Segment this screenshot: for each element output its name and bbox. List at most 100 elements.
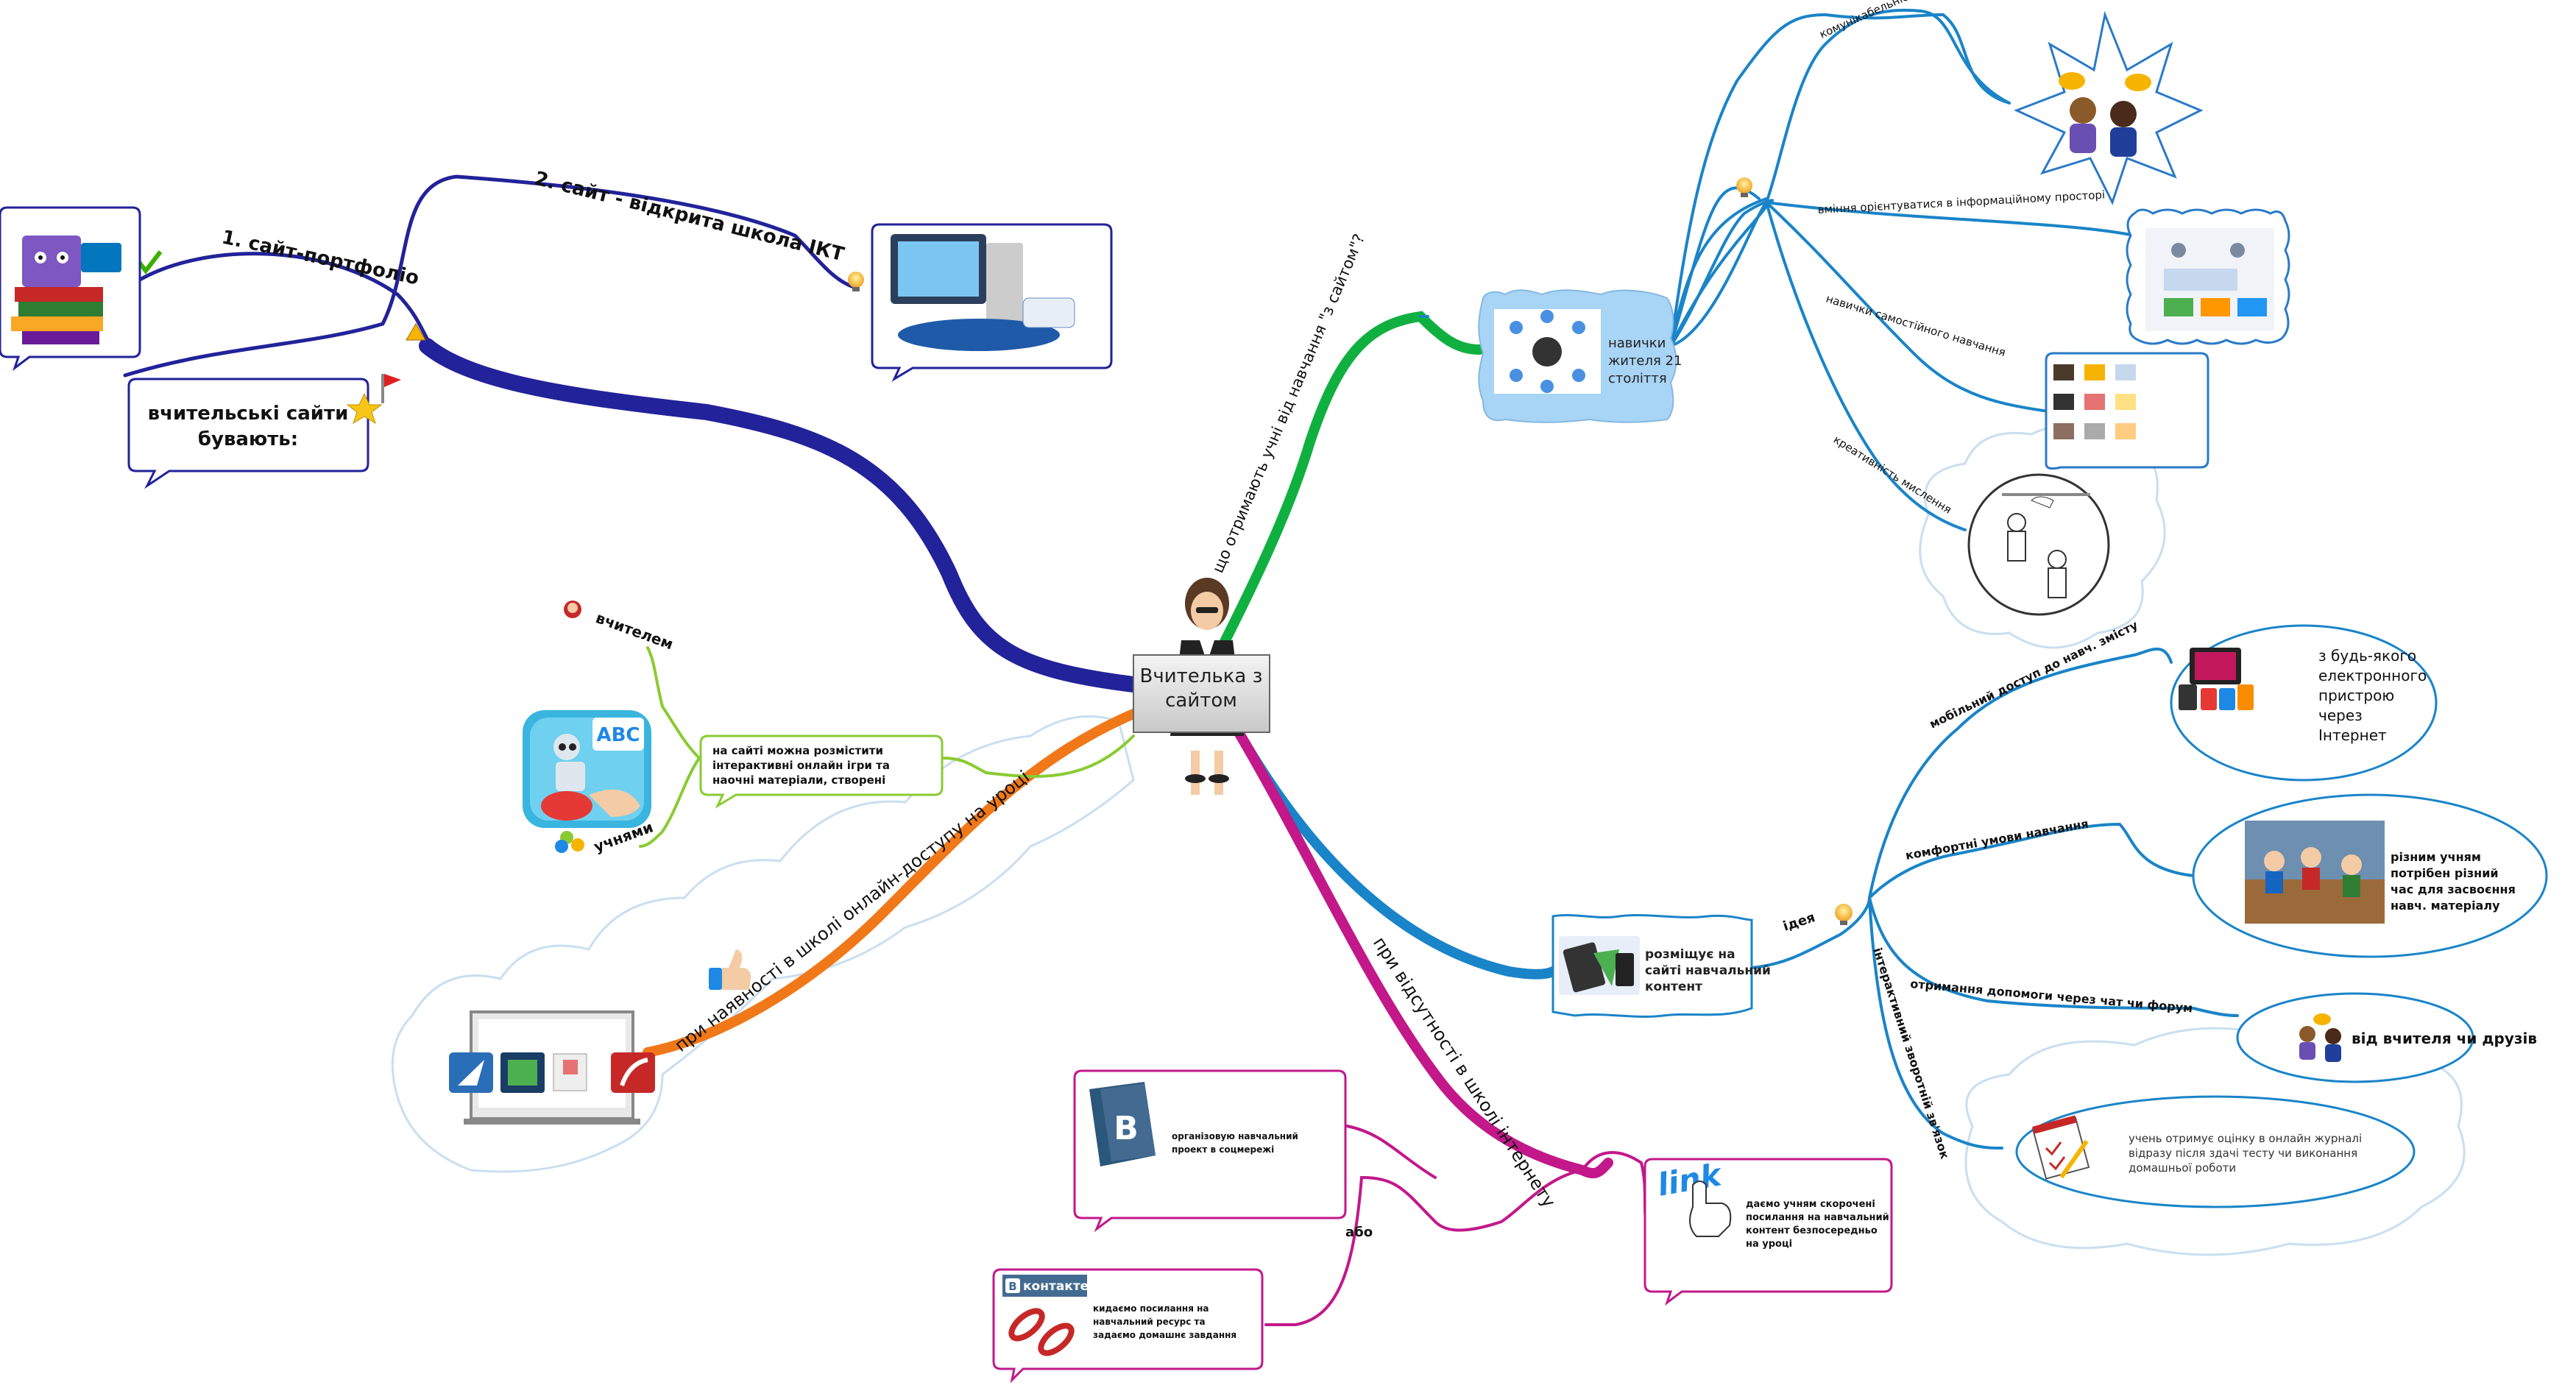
- site-item-portfolio[interactable]: 1. сайт-портфоліо: [220, 227, 421, 290]
- comfort-text-2: потрібен різний: [2391, 866, 2499, 880]
- warning-icon: [406, 323, 426, 341]
- hand-cursor-icon: [1689, 1180, 1732, 1237]
- vk-link-text-2: навчальний ресурс та: [1093, 1317, 1206, 1327]
- abc-letters-icon: ABC: [596, 724, 640, 746]
- content-node-line3: контент: [1645, 980, 1702, 994]
- branch-line-content: [1231, 723, 1558, 980]
- content-node-line1: розміщує на: [1645, 947, 1735, 962]
- star-icon: [346, 392, 383, 425]
- games-by-teacher[interactable]: вчителем: [593, 609, 676, 653]
- checklist-icon: [2031, 1115, 2090, 1180]
- chain-link-icon: [1008, 1308, 1075, 1356]
- creativity-image: [1967, 473, 2110, 616]
- mobile-access-text-4: через: [2318, 707, 2363, 724]
- games-node-box[interactable]: [699, 734, 944, 809]
- games-text-3: наочні матеріали, створені: [712, 773, 885, 787]
- branch-line-online: [643, 709, 1139, 1058]
- social-project-text-2: проект в соцмережі: [1172, 1144, 1274, 1155]
- computer-icon: [891, 234, 1075, 351]
- games-text-1: на сайті можна розмістити: [712, 744, 883, 757]
- chat-help-node[interactable]: [2236, 992, 2474, 1083]
- short-links-text-4: на уроці: [1746, 1239, 1792, 1250]
- branch-line-portfolio: [138, 252, 429, 341]
- offline-group[interactable]: при відсутності в школі інтернету або B …: [992, 933, 1893, 1384]
- branch-line-site-types: [419, 338, 1142, 693]
- branch-lines: [123, 8, 2239, 1327]
- or-label: або: [1345, 1225, 1373, 1240]
- books-icon: [11, 236, 121, 344]
- vkontakte-logo-icon: В контакте: [1002, 1275, 1089, 1297]
- skill-info-orientation[interactable]: вміння орієнтуватися в інформаційному пр…: [1817, 188, 2105, 216]
- bulb-icon: [1736, 177, 1752, 197]
- comfort-text-1: різним учням: [2391, 850, 2481, 864]
- site-types-label-line1: вчительські сайти: [148, 403, 349, 425]
- vk-link-text-1: кидаємо посилання на: [1093, 1303, 1209, 1314]
- bulb-icon: [848, 272, 864, 291]
- content-node-line2: сайті навчальний: [1645, 963, 1771, 978]
- flag-icon: [381, 374, 401, 403]
- branch-line-results: [1209, 311, 1485, 668]
- feedback-node[interactable]: [2015, 1095, 2416, 1208]
- tablet-icon: [1559, 936, 1640, 995]
- mobile-access-text-2: електронного: [2318, 667, 2427, 684]
- central-topic[interactable]: Вчителька з сайтом: [1133, 578, 1270, 795]
- communication-image: [2014, 10, 2204, 205]
- skills-node-line1: навички: [1608, 336, 1666, 351]
- abc-robot-icon: ABC: [523, 710, 651, 828]
- branch-line-offline-link: [1581, 1151, 1650, 1231]
- comfort-text-4: навч. матеріалу: [2391, 899, 2500, 913]
- thumbs-up-icon: [709, 949, 751, 990]
- skill-lines: [1669, 13, 2011, 347]
- central-topic-line2: сайтом: [1165, 690, 1237, 712]
- self-learning-image: [2045, 352, 2209, 470]
- feedback-text-3: домашньої роботи: [2129, 1161, 2236, 1175]
- short-links-text-2: посилання на навчальний: [1746, 1212, 1889, 1223]
- branch-line-offline-vk: [1345, 1125, 1437, 1179]
- svg-text:В: В: [1008, 1280, 1016, 1293]
- portfolio-image-box: [0, 206, 141, 372]
- branch-line-games-teacher: [646, 646, 701, 759]
- skill-self-learning[interactable]: навички самостійного навчання: [1825, 292, 2007, 360]
- mobile-access-text-1: з будь-якого: [2318, 647, 2416, 665]
- vk-link-box[interactable]: В контакте кидаємо посилання на навчальн…: [992, 1268, 1264, 1384]
- social-project-text-1: організовую навчальний: [1172, 1131, 1298, 1141]
- vk-logo-icon: B: [1089, 1082, 1156, 1166]
- skills-node-line2: жителя 21: [1608, 353, 1682, 369]
- games-group[interactable]: на сайті можна розмістити інтерактивні о…: [523, 601, 944, 856]
- teacher-icon: [564, 601, 581, 618]
- vkontakte-logo-text: контакте: [1023, 1279, 1089, 1294]
- branch-line-games-students: [639, 757, 701, 848]
- check-icon: [136, 250, 163, 275]
- vk-link-text-3: задаємо домашнє завдання: [1093, 1330, 1236, 1340]
- site-types-callout[interactable]: [127, 378, 369, 489]
- skill-branches: [1669, 8, 2180, 531]
- skill-communication[interactable]: комунікабельність: [1817, 0, 1922, 41]
- people-icon: [2299, 1013, 2341, 1062]
- mobile-access-text-3: пристрою: [2318, 687, 2394, 704]
- comfort-text-3: час для засвоєння: [2391, 882, 2516, 896]
- students-icon: [555, 831, 584, 853]
- content-sub-chat[interactable]: отримання допомоги через чат чи форум: [1910, 977, 2193, 1015]
- svg-text:B: B: [1114, 1110, 1139, 1147]
- feedback-text-1: учень отримує оцінку в онлайн журналі: [2129, 1132, 2362, 1145]
- site-types-label-line2: бувають:: [198, 428, 298, 450]
- site-types-group[interactable]: вчительські сайти бувають: 1. сайт-портф…: [0, 168, 1113, 489]
- short-links-box[interactable]: link даємо учням скорочені посилання на …: [1643, 1156, 1893, 1306]
- info-space-image: [2126, 208, 2290, 345]
- results-branch-label[interactable]: що отримають учні від навчання "з сайтом…: [1209, 231, 1369, 576]
- site-item-open-school[interactable]: 2. сайт - відкрита школа ІКТ: [532, 168, 846, 266]
- network-people-icon: [1494, 309, 1601, 394]
- feedback-text-2: відразу після здачі тесту чи виконання: [2129, 1147, 2357, 1160]
- branch-line-offline-or: [1264, 1169, 1584, 1327]
- central-topic-box[interactable]: [1133, 654, 1270, 733]
- chat-help-text: від вчителя чи друзів: [2352, 1030, 2537, 1047]
- social-project-box[interactable]: B організовую навчальний проект в соцмер…: [1073, 1069, 1347, 1233]
- bulb-icon: [1835, 904, 1853, 925]
- interactive-board-icon: [449, 1010, 655, 1125]
- devices-icon: [2179, 648, 2254, 710]
- content-sub-comfort[interactable]: комфортні умови навчання: [1904, 816, 2090, 863]
- short-links-text-3: контент безпосередньо: [1746, 1225, 1878, 1236]
- ict-image-box: [871, 223, 1113, 382]
- mobile-access-text-5: Інтернет: [2318, 726, 2387, 744]
